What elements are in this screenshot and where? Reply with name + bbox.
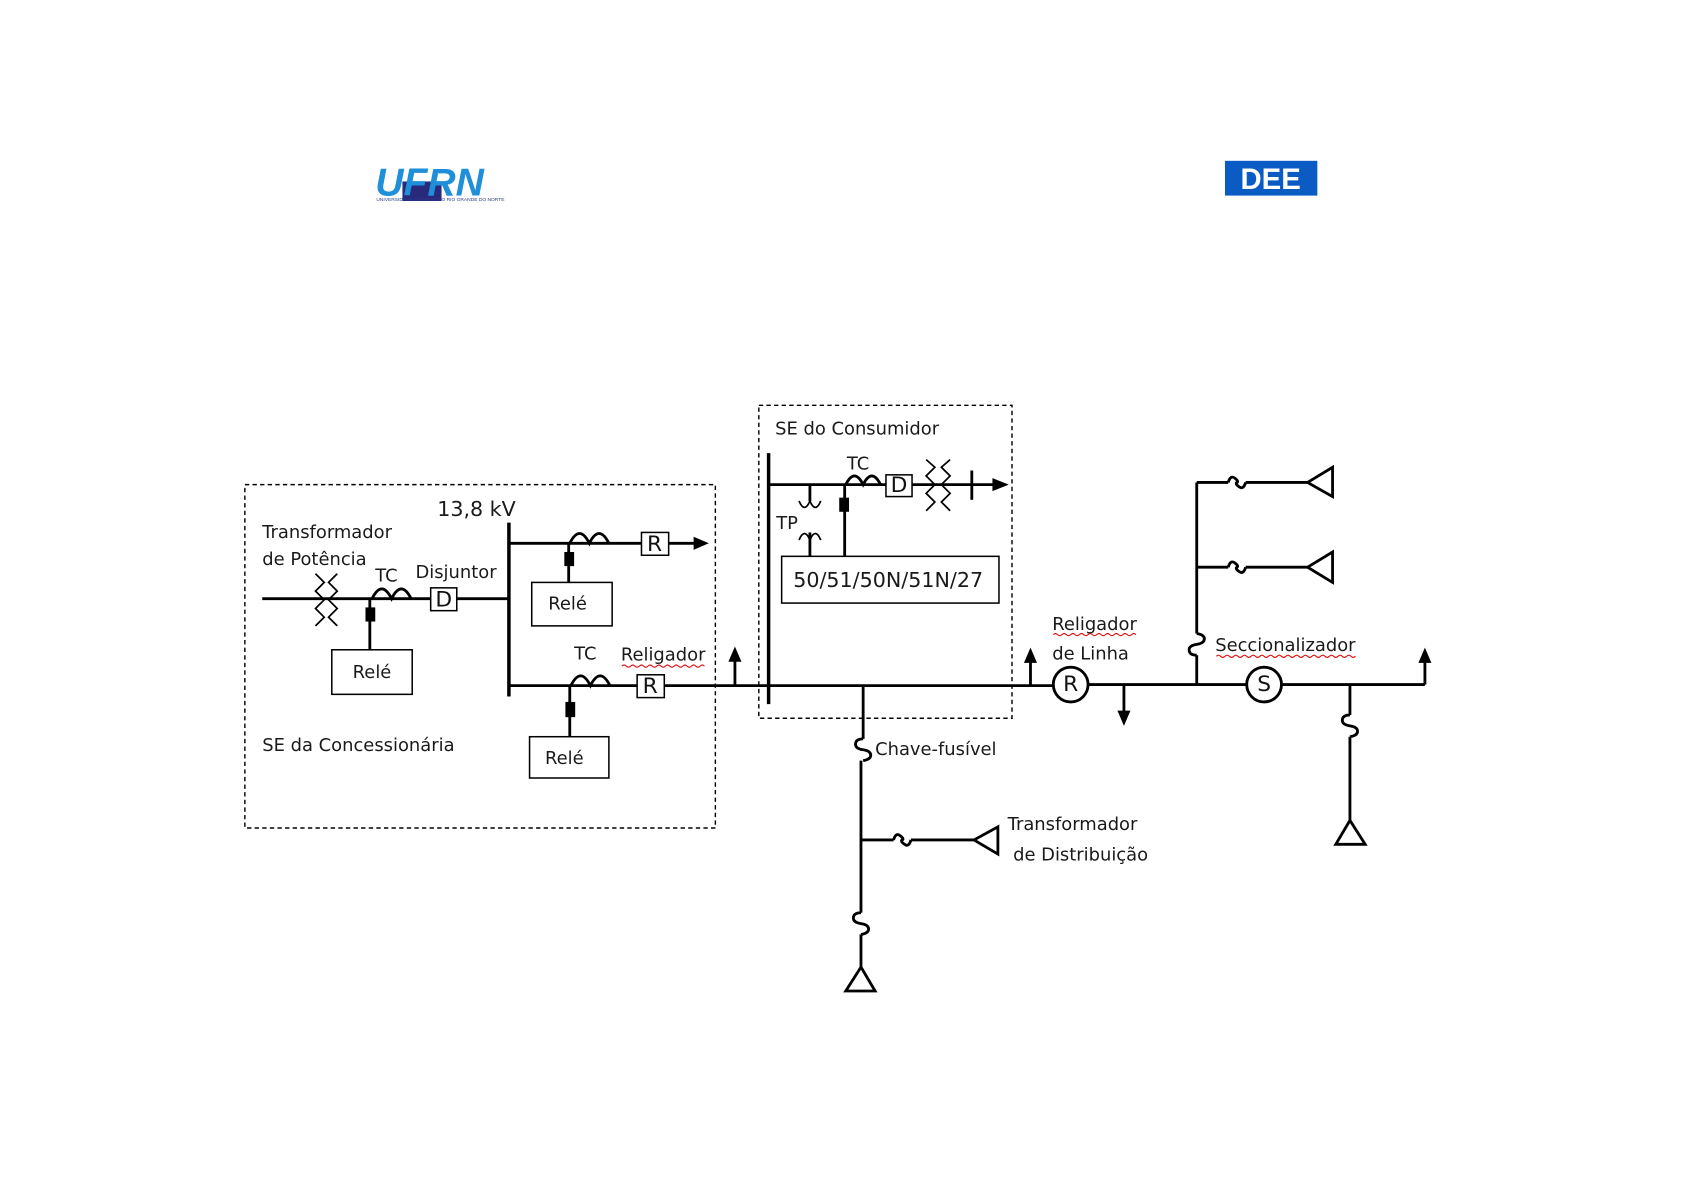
sectionalizer-label: Seccionalizador	[1215, 635, 1356, 656]
relay-feeder-2-label: Relé	[545, 748, 584, 769]
tc-feeder-2-label: TC	[573, 644, 596, 665]
utility-substation-label: SE da Concessionária	[262, 735, 454, 756]
line-recloser-symbol: R	[1063, 672, 1078, 697]
power-transformer-label-2: de Potência	[262, 549, 366, 570]
recloser-feeder-1-symbol: R	[647, 532, 662, 557]
dist-transformer-label-1: Transformador	[1007, 814, 1138, 835]
voltage-label: 13,8 kV	[437, 497, 516, 521]
fuse-cutout-icon	[856, 739, 871, 761]
consumer-substation-label: SE do Consumidor	[775, 419, 940, 440]
feeder-1-arrow-icon	[694, 537, 709, 550]
fuse-cutout-label: Chave-fusível	[875, 739, 996, 760]
protection-functions-label: 50/51/50N/51N/27	[793, 568, 983, 592]
breaker-main-symbol: D	[435, 587, 452, 612]
tc-main-label: TC	[374, 565, 397, 586]
relay-feeder-1-label: Relé	[548, 594, 587, 615]
dist-transformer-icon	[974, 827, 998, 854]
dee-logo: DEE	[1225, 161, 1317, 196]
ct-feeder-1-icon	[570, 534, 609, 544]
load-arrow-up-2-icon	[1024, 648, 1037, 663]
tc-consumer-label: TC	[846, 453, 869, 474]
line-recloser-label-1: Religador	[1052, 614, 1137, 635]
tp-consumer-label: TP	[775, 513, 798, 534]
consumer-arrow-icon	[992, 478, 1008, 491]
ct-feeder-2-icon	[571, 676, 610, 686]
sectionalizer-symbol: S	[1257, 672, 1271, 697]
ufrn-logo-subtitle: UNIVERSIDADE FEDERAL DO RIO GRANDE DO NO…	[376, 197, 505, 203]
tp-primary-icon	[799, 501, 821, 508]
branch-fuse-2-icon	[1228, 562, 1245, 573]
ct-main-icon	[372, 589, 411, 599]
dist-fuse-icon	[894, 835, 911, 846]
lower-branch-fuse-icon	[1342, 715, 1357, 737]
load-arrow-up-icon	[728, 647, 741, 662]
power-transformer-label-1: Transformador	[261, 522, 392, 543]
branch-fuse-1-icon	[1228, 477, 1245, 488]
branch-transformer-1-icon	[1308, 467, 1333, 496]
line-recloser-label-2: de Linha	[1052, 644, 1129, 665]
dist-transformer-label-2: de Distribuição	[1013, 845, 1148, 866]
ufrn-logo: UFRN UNIVERSIDADE FEDERAL DO RIO GRANDE …	[375, 162, 505, 205]
load-arrow-down-icon	[1117, 711, 1130, 726]
upper-branch-fuse-icon	[1189, 633, 1204, 655]
breaker-consumer-symbol: D	[891, 473, 908, 498]
recloser-label: Religador	[621, 645, 706, 666]
relay-main-label: Relé	[353, 662, 392, 683]
branch-transformer-2-icon	[1308, 552, 1333, 582]
lateral-transformer-icon	[846, 967, 875, 991]
breaker-label: Disjuntor	[415, 562, 497, 583]
load-arrow-up-3-icon	[1418, 648, 1431, 663]
lower-transformer-icon	[1336, 820, 1365, 844]
dee-logo-text: DEE	[1240, 163, 1300, 196]
lateral-fuse-icon	[853, 913, 868, 935]
recloser-feeder-2-symbol: R	[643, 674, 658, 699]
